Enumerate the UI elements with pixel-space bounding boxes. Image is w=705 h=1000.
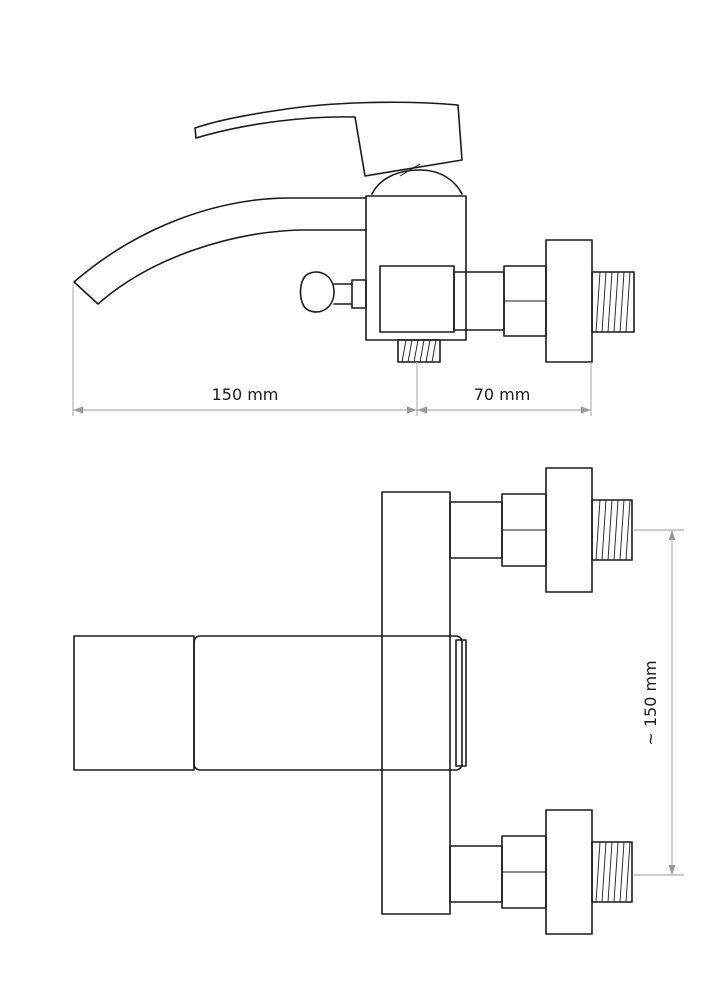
front-view: ~ 150 mm: [73, 467, 684, 935]
upper-wall-flange: [545, 467, 593, 593]
handle-block-left: [73, 635, 195, 771]
upper-eccentric-tube: [449, 501, 503, 559]
lower-eccentric-tube: [449, 845, 503, 903]
wall-projection-label: 70 mm: [474, 385, 531, 404]
eccentric-tube: [453, 271, 505, 331]
spout-length-label: 150 mm: [212, 385, 279, 404]
inlet-spacing-label: ~ 150 mm: [641, 660, 660, 745]
wall-flange: [545, 239, 593, 363]
side-view: 150 mm 70 mm: [72, 101, 635, 416]
inner-connector: [379, 265, 455, 333]
handle-dome: [371, 169, 463, 195]
handle-cap: [455, 639, 467, 767]
bottom-outlet-thread: [397, 339, 441, 363]
mixer-body: [365, 195, 467, 341]
lever-handle: [194, 101, 463, 177]
lower-wall-flange: [545, 809, 593, 935]
inlet-thread: [591, 271, 635, 333]
diverter-knob: [299, 271, 335, 313]
spout: [73, 197, 367, 305]
body-bar: [381, 491, 451, 915]
handle-block-right: [193, 635, 463, 771]
